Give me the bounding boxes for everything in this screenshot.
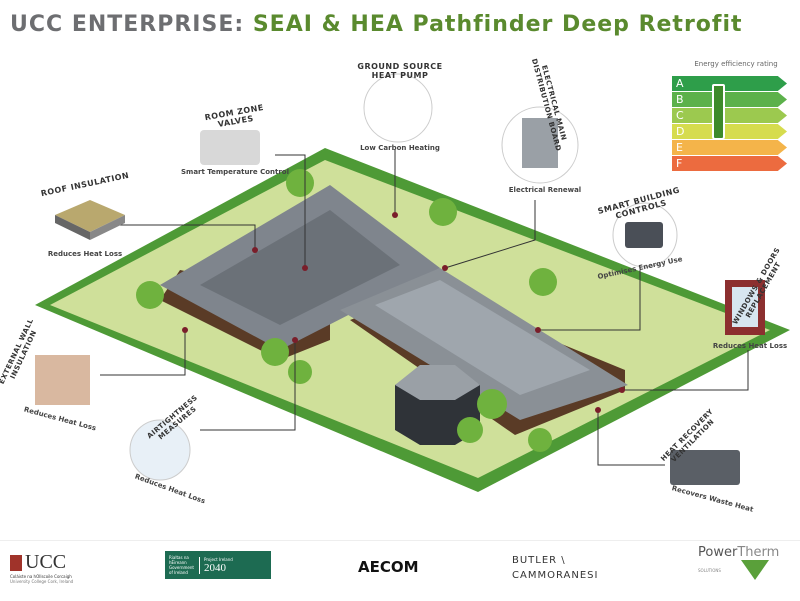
butler-cammoranesi-logo: BUTLER \CAMMORANESI [512, 555, 599, 581]
rating-band-d: D [672, 124, 787, 139]
rating-arrow-icon [712, 84, 725, 140]
campus-illustration [35, 73, 790, 492]
windows-doors-subtitle: Reduces Heat Loss [712, 342, 788, 350]
rating-band-c: C [672, 108, 787, 123]
rating-band-f: F [672, 156, 787, 171]
ventilation-unit-icon [670, 450, 740, 485]
roof-insulation-icon [55, 200, 125, 232]
powertherm-check-icon [740, 560, 769, 580]
powertherm-logo: PowerTherm SOLUTIONS [698, 545, 779, 580]
distribution-board-subtitle: Electrical Renewal [508, 186, 582, 194]
right-wing-roof-light [375, 280, 590, 395]
measure-icons [35, 73, 765, 485]
aecom-logo: AECOM [358, 558, 419, 576]
heat-pump-subtitle: Low Carbon Heating [360, 144, 440, 152]
energy-rating-chart: Energy efficiency rating A B C D E F [672, 60, 800, 172]
room-zone-valves-subtitle: Smart Temperature Control [180, 168, 290, 176]
page-title: UCC ENTERPRISE: SEAI & HEA Pathfinder De… [10, 12, 743, 37]
heat-pump-label: Ground Source Heat Pump [357, 62, 443, 80]
rating-band-a: A [672, 76, 787, 91]
rating-band-b: B [672, 92, 787, 107]
rating-band-e: E [672, 140, 787, 155]
ucc-crest-icon [10, 554, 22, 571]
leader-dots [182, 212, 625, 413]
partner-logos: UCC Coláiste na hOllscoile Corcaigh Univ… [0, 540, 800, 601]
roof-insulation-subtitle: Reduces Heat Loss [47, 250, 123, 258]
valve-icon [200, 130, 260, 165]
leader-lines [100, 150, 749, 466]
octagon-roof [395, 365, 480, 400]
window-sealing-icon [129, 419, 191, 481]
wall-insulation-icon [35, 355, 90, 405]
heat-pump-icon [363, 73, 433, 143]
ucc-logo: UCC Coláiste na hOllscoile Corcaigh Univ… [10, 551, 74, 584]
left-wing-roof-ridge [200, 210, 400, 325]
trees [136, 169, 557, 452]
